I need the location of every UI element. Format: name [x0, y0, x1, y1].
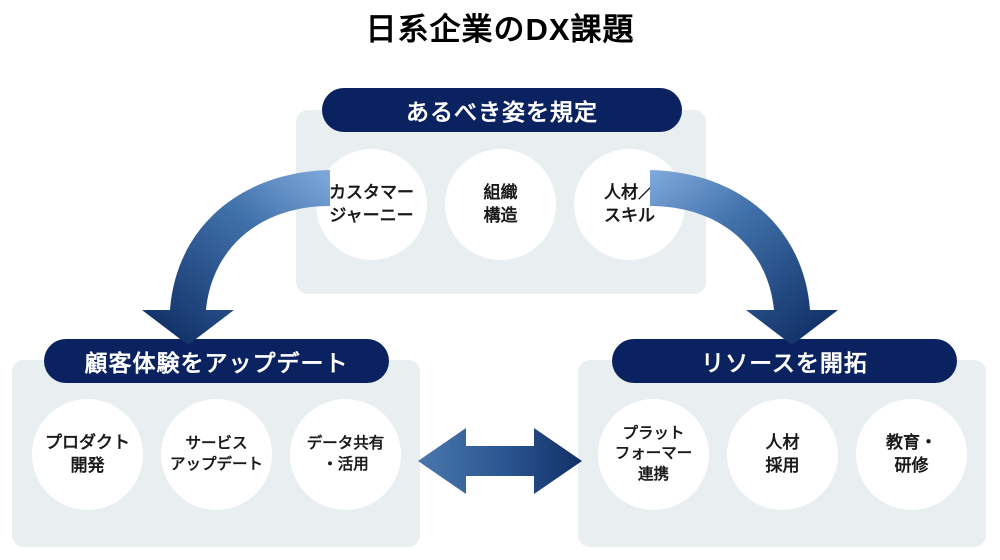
group-header-bottom-left: 顧客体験をアップデート	[44, 339, 389, 383]
node-label: 組織構造	[483, 183, 518, 225]
group-header-bottom-right: リソースを開拓	[612, 339, 957, 383]
node-label: プロダクト開発	[45, 433, 130, 475]
curved-arrow-down-left-icon	[142, 170, 330, 345]
page-title: 日系企業のDX課題	[365, 12, 635, 47]
node-label: 人材採用	[765, 433, 800, 475]
node-label: データ共有・活用	[306, 435, 385, 473]
node-platformer-alliance[interactable]: プラットフォーマー連携	[598, 399, 709, 510]
group-header-top: あるべき姿を規定	[322, 88, 682, 132]
node-talent-recruitment[interactable]: 人材採用	[727, 399, 838, 510]
node-label: サービスアップデート	[169, 435, 263, 473]
node-label: 教育・研修	[886, 433, 937, 475]
node-service-update[interactable]: サービスアップデート	[161, 399, 272, 510]
curved-arrow-down-right-icon	[650, 170, 838, 345]
node-label: カスタマージャーニー	[329, 183, 414, 225]
node-data-sharing-utilization[interactable]: データ共有・活用	[290, 399, 401, 510]
node-label: 人材／スキル	[604, 183, 655, 225]
node-label: プラットフォーマー連携	[614, 424, 693, 483]
node-organization-structure[interactable]: 組織構造	[445, 149, 556, 260]
node-customer-journey[interactable]: カスタマージャーニー	[316, 149, 427, 260]
double-headed-arrow-horizontal-icon	[418, 428, 582, 494]
node-product-development[interactable]: プロダクト開発	[32, 399, 143, 510]
node-education-training[interactable]: 教育・研修	[856, 399, 967, 510]
